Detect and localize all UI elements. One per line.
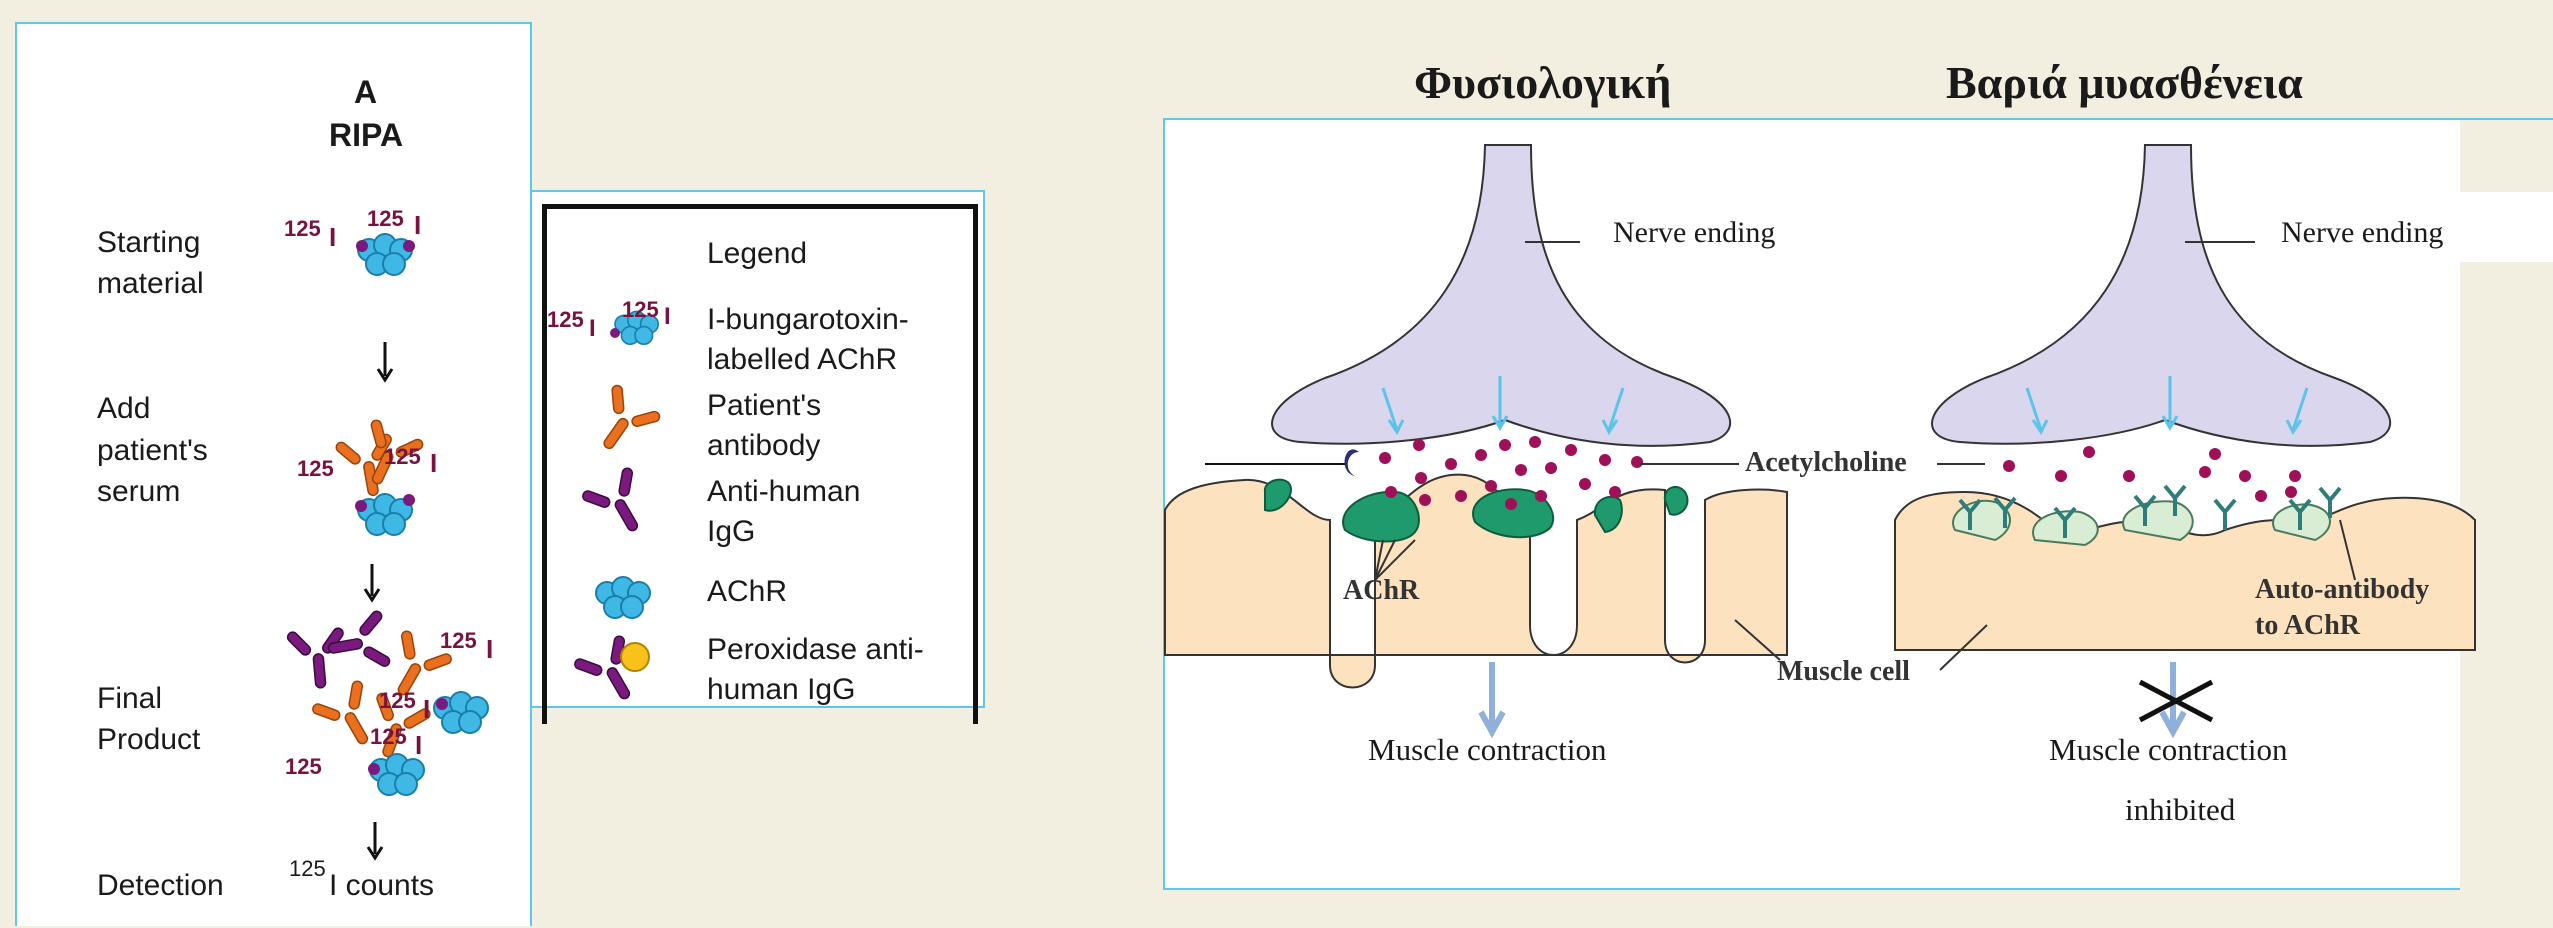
muscle-cell-label: Muscle cell xyxy=(1777,656,1910,688)
arrow-down-icon xyxy=(378,342,392,380)
patient-antibody-icon xyxy=(581,381,664,464)
isotope-symbol-label: I xyxy=(589,315,596,343)
legend-item-text: AChR xyxy=(707,575,787,609)
isotope-mass-label: 125 xyxy=(547,307,584,333)
peroxidase-igg-icon xyxy=(570,632,652,714)
legend-item-text: antibody xyxy=(707,429,820,463)
isotope-symbol-label: I xyxy=(664,303,671,331)
isotope-symbol-label: I xyxy=(329,222,336,253)
contraction-inhibited-label: inhibited xyxy=(2125,792,2235,828)
title-normal: Φυσιολογική xyxy=(1414,56,1671,109)
isotope-mass-label: 125 xyxy=(285,754,322,780)
serum-antibody-icon xyxy=(333,416,427,535)
step-label-line: patient's xyxy=(97,434,208,468)
achr-label: AChR xyxy=(1343,575,1419,607)
isotope-symbol-label: I xyxy=(415,730,422,761)
legend-item-text: human IgG xyxy=(707,673,855,707)
isotope-symbol-label: I xyxy=(423,694,430,725)
acetylcholine-label: Acetylcholine xyxy=(1745,447,1907,479)
starting-material-icon xyxy=(356,234,415,275)
synapse-panel: Nerve ending Nerve ending Acetylcholine … xyxy=(1163,118,2553,890)
step-label-line: Product xyxy=(97,723,200,757)
legend-item-text: IgG xyxy=(707,515,755,549)
achr-icon xyxy=(596,577,650,618)
isotope-mass-label: 125 xyxy=(384,444,421,470)
legend-title: Legend xyxy=(707,237,807,271)
contraction-label-left: Muscle contraction xyxy=(1368,732,1606,768)
arrow-down-icon xyxy=(365,564,379,600)
isotope-mass-label: 125 xyxy=(370,724,407,750)
autoantibody-label: to AChR xyxy=(2255,610,2360,642)
isotope-mass-label: 125 xyxy=(440,628,477,654)
title-myasthenia: Βαριά μυασθένεια xyxy=(1946,56,2303,109)
legend-box: Legend 125 I 125 I I-bungarotoxin- label… xyxy=(542,204,978,724)
contraction-label-right: Muscle contraction xyxy=(2049,732,2287,768)
legend-panel: Legend 125 I 125 I I-bungarotoxin- label… xyxy=(530,190,985,708)
isotope-symbol-label: I xyxy=(414,210,421,241)
step-label-line: serum xyxy=(97,475,180,509)
isotope-mass-label: 125 xyxy=(289,856,326,882)
isotope-mass-label: 125 xyxy=(367,206,404,232)
isotope-symbol-label: I xyxy=(486,634,493,665)
autoantibody-label: Auto-antibody xyxy=(2255,574,2429,606)
anti-human-igg-icon xyxy=(578,464,660,546)
arrow-down-icon xyxy=(368,822,382,858)
nerve-ending-label-right: Nerve ending xyxy=(2281,216,2443,250)
legend-item-text: Patient's xyxy=(707,389,821,423)
legend-item-text: I-bungarotoxin- xyxy=(707,303,909,337)
panel-title: RIPA xyxy=(329,117,403,154)
ripa-illustration xyxy=(17,24,534,928)
panel-letter: A xyxy=(354,74,377,111)
isotope-mass-label: 125 xyxy=(379,688,416,714)
step-label-line: material xyxy=(97,267,204,301)
step-label-line: Add xyxy=(97,392,150,426)
legend-item-text: Peroxidase anti- xyxy=(707,633,924,667)
isotope-mass-label: 125 xyxy=(284,216,321,242)
isotope-mass-label: 125 xyxy=(297,456,334,482)
step-label-line: Final xyxy=(97,682,162,716)
nerve-ending-right xyxy=(1932,145,2390,446)
ripa-panel: A RIPA Starting material Add patient's s… xyxy=(15,22,532,926)
vesicle-marker xyxy=(1345,449,1359,476)
isotope-mass-label: 125 xyxy=(622,297,659,323)
legend-item-text: labelled AChR xyxy=(707,343,897,377)
isotope-symbol-label: I xyxy=(430,448,437,479)
step-label-line: Detection xyxy=(97,869,224,903)
legend-item-text: Anti-human xyxy=(707,475,860,509)
detection-counts: I counts xyxy=(329,869,434,903)
contraction-arrow-left xyxy=(1481,662,1503,732)
step-label-line: Starting xyxy=(97,226,200,260)
nerve-ending-label-left: Nerve ending xyxy=(1613,216,1775,250)
